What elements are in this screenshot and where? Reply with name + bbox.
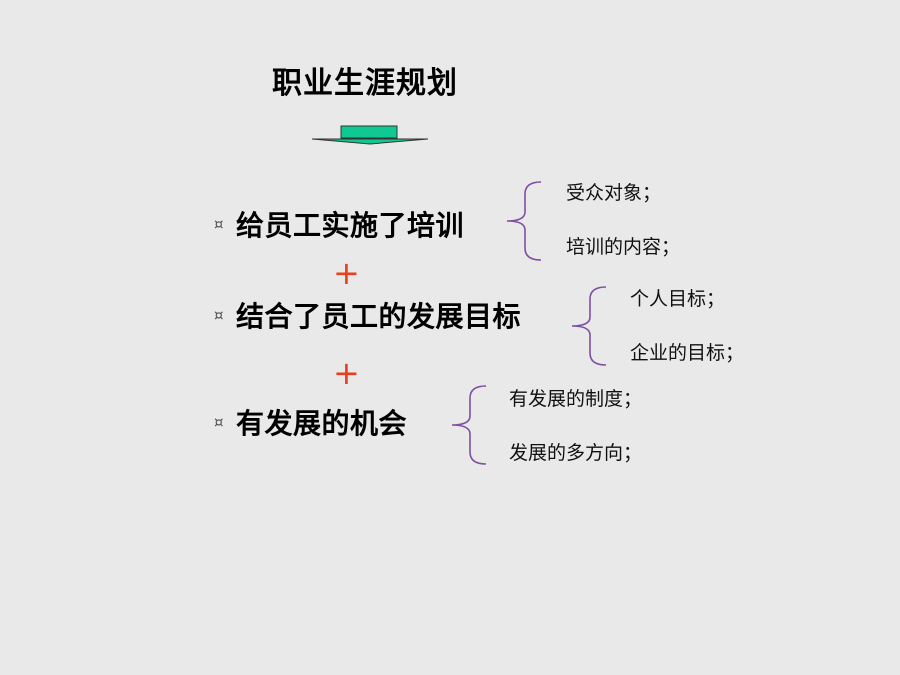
bullet-icon: ¤ — [214, 306, 224, 324]
bullet-icon: ¤ — [214, 215, 224, 233]
brace-icon — [571, 286, 607, 366]
down-arrow-icon — [312, 125, 428, 145]
sub-item: 个人目标； — [630, 288, 726, 310]
sub-item: 有发展的制度； — [509, 388, 643, 410]
sub-item: 培训的内容； — [566, 236, 681, 258]
bullet-icon: ¤ — [214, 413, 224, 431]
plus-icon: + — [333, 254, 360, 292]
item-label: 结合了员工的发展目标 — [236, 300, 522, 333]
list-item-development-goals: ¤ 结合了员工的发展目标 — [214, 297, 521, 333]
list-item-opportunity: ¤ 有发展的机会 — [214, 404, 407, 440]
brace-icon — [506, 181, 542, 261]
sub-item: 企业的目标； — [630, 342, 745, 364]
brace-icon — [451, 385, 487, 465]
item-label: 有发展的机会 — [236, 407, 408, 440]
list-item-training: ¤ 给员工实施了培训 — [214, 206, 464, 242]
sub-item: 发展的多方向； — [509, 442, 643, 464]
plus-icon: + — [333, 354, 360, 392]
item-label: 给员工实施了培训 — [236, 209, 465, 242]
slide-title: 职业生涯规划 — [272, 66, 458, 101]
sub-item: 受众对象； — [566, 182, 662, 204]
